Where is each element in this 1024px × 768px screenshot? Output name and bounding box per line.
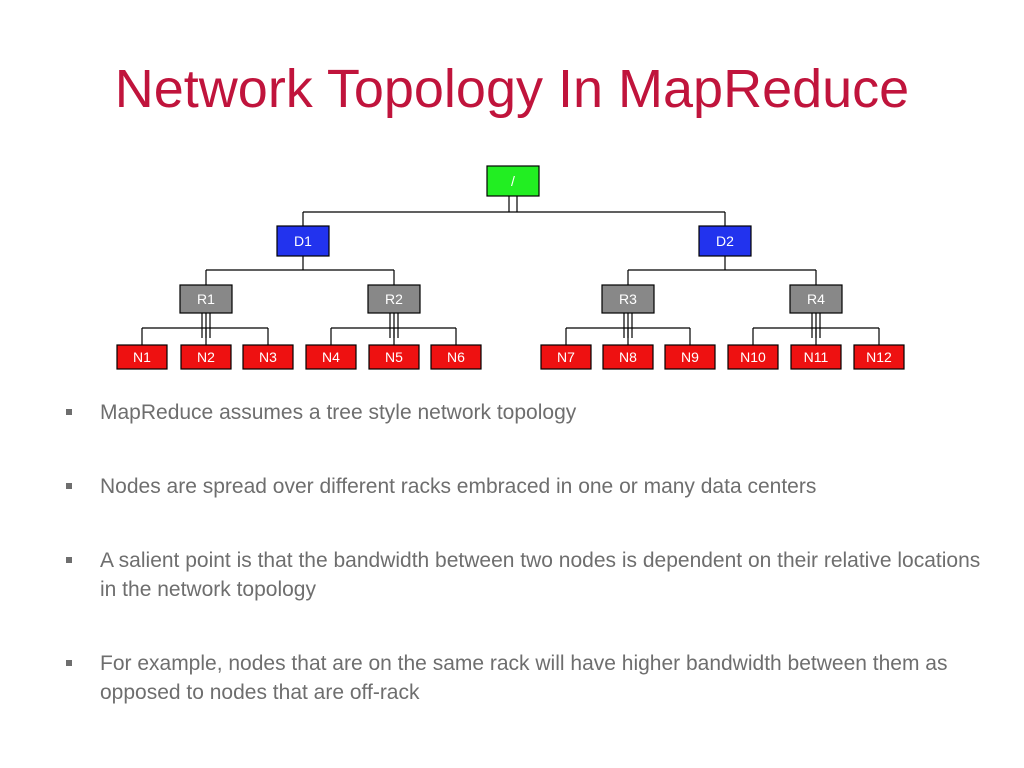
- server-node-n6-box: [430, 344, 482, 370]
- datacenter-node-d2-label: D2: [716, 233, 734, 249]
- bullet-item: For example, nodes that are on the same …: [66, 649, 986, 707]
- server-node-n9-label: N9: [681, 349, 699, 365]
- server-node-n1: N1: [116, 344, 168, 370]
- datacenter-node-d1-box: [276, 225, 330, 257]
- server-node-n10-box: [727, 344, 779, 370]
- server-node-n8-label: N8: [619, 349, 637, 365]
- bullet-text: For example, nodes that are on the same …: [100, 652, 948, 704]
- rack-node-r4-label: R4: [807, 291, 825, 307]
- server-node-n11-box: [790, 344, 842, 370]
- server-node-n12-box: [853, 344, 905, 370]
- slide-title: Network Topology In MapReduce: [114, 59, 910, 119]
- datacenter-node-d1: D1: [276, 225, 330, 257]
- server-node-n6-label: N6: [447, 349, 465, 365]
- server-node-n2: N2: [180, 344, 232, 370]
- rack-node-r2-label: R2: [385, 291, 403, 307]
- datacenter-node-d1-label: D1: [294, 233, 312, 249]
- bullet-item: Nodes are spread over different racks em…: [66, 472, 986, 501]
- server-node-n5: N5: [368, 344, 420, 370]
- rack-node-r1-box: [179, 284, 233, 314]
- server-node-n1-box: [116, 344, 168, 370]
- rack-node-r1-label: R1: [197, 291, 215, 307]
- rack-node-r4-box: [789, 284, 843, 314]
- server-node-n12-label: N12: [866, 349, 892, 365]
- server-node-n1-label: N1: [133, 349, 151, 365]
- rack-node-r2-box: [367, 284, 421, 314]
- bullet-item: MapReduce assumes a tree style network t…: [66, 398, 986, 427]
- rack-node-r4: R4: [789, 284, 843, 314]
- square-bullet-icon: [66, 557, 72, 563]
- bullet-text: A salient point is that the bandwidth be…: [100, 549, 981, 601]
- server-node-n7-label: N7: [557, 349, 575, 365]
- server-node-n3: N3: [242, 344, 294, 370]
- server-node-n2-box: [180, 344, 232, 370]
- rack-node-r1: R1: [179, 284, 233, 314]
- server-node-n9-box: [664, 344, 716, 370]
- datacenter-node-d2-box: [698, 225, 752, 257]
- rack-node-r2: R2: [367, 284, 421, 314]
- server-node-n5-box: [368, 344, 420, 370]
- bullet-text: MapReduce assumes a tree style network t…: [100, 401, 577, 424]
- server-node-n4-label: N4: [322, 349, 340, 365]
- server-node-n11-label: N11: [804, 349, 829, 365]
- server-node-n6: N6: [430, 344, 482, 370]
- rack-node-r3-label: R3: [619, 291, 637, 307]
- datacenter-node-d2: D2: [698, 225, 752, 257]
- square-bullet-icon: [66, 409, 72, 415]
- server-node-n8: N8: [602, 344, 654, 370]
- root-node-box: [486, 165, 540, 197]
- rack-node-r3-box: [601, 284, 655, 314]
- server-node-n10-label: N10: [740, 349, 766, 365]
- server-node-n5-label: N5: [385, 349, 403, 365]
- server-node-n3-label: N3: [259, 349, 277, 365]
- server-node-n3-box: [242, 344, 294, 370]
- server-node-n2-label: N2: [197, 349, 215, 365]
- server-node-n11: N11: [790, 344, 842, 370]
- server-node-n8-box: [602, 344, 654, 370]
- server-node-n10: N10: [727, 344, 779, 370]
- rack-node-r3: R3: [601, 284, 655, 314]
- root-node-label: /: [511, 173, 515, 189]
- bullet-list: MapReduce assumes a tree style network t…: [66, 398, 986, 752]
- square-bullet-icon: [66, 660, 72, 666]
- server-node-n4: N4: [305, 344, 357, 370]
- server-node-n7-box: [540, 344, 592, 370]
- server-node-n4-box: [305, 344, 357, 370]
- root-node: /: [486, 165, 540, 197]
- square-bullet-icon: [66, 483, 72, 489]
- server-node-n12: N12: [853, 344, 905, 370]
- server-node-n7: N7: [540, 344, 592, 370]
- server-node-n9: N9: [664, 344, 716, 370]
- bullet-text: Nodes are spread over different racks em…: [100, 475, 817, 498]
- bullet-item: A salient point is that the bandwidth be…: [66, 546, 986, 604]
